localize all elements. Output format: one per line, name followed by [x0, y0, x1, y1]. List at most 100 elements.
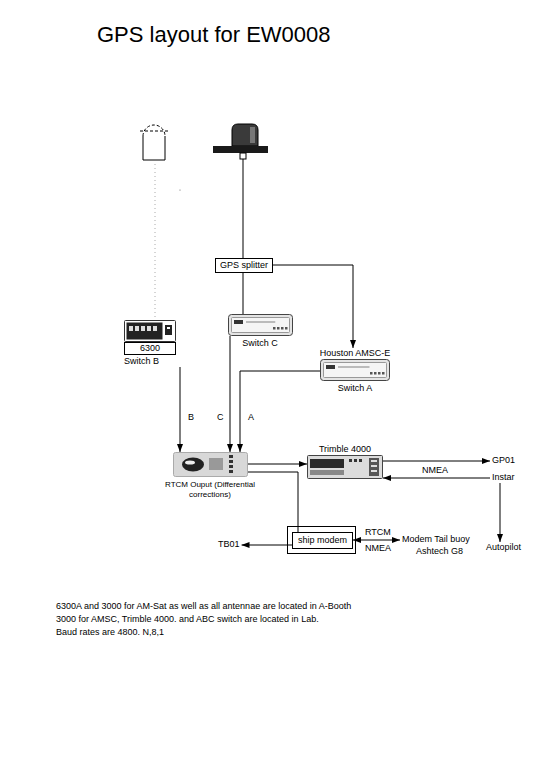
- marine-antenna: [213, 124, 268, 159]
- device-part: [326, 365, 335, 369]
- antenna-plate: [213, 146, 268, 153]
- device-part: [185, 461, 195, 465]
- dome-rim: [140, 131, 168, 132]
- device-part: [338, 366, 370, 368]
- device-part: [310, 459, 344, 468]
- device-part: [125, 321, 176, 342]
- device-part: [281, 327, 284, 330]
- device-part: [153, 326, 157, 331]
- device-part: [127, 323, 163, 340]
- device-part: [321, 360, 390, 381]
- connector: [242, 545, 292, 546]
- device-part: [228, 315, 292, 336]
- connector-label: NMEA: [421, 465, 449, 475]
- device-part: [371, 470, 377, 472]
- node-text: Switch C: [220, 338, 300, 349]
- antenna-cable: [243, 159, 244, 258]
- node-text: Ashtech G8: [402, 546, 470, 557]
- device-part: [182, 458, 204, 472]
- device-part: [378, 372, 381, 375]
- connector-label: RTCM: [364, 527, 392, 537]
- note-text: 6300A and 3000 for AM-Sat as well as all…: [55, 601, 352, 611]
- antenna-dome: [232, 124, 258, 146]
- device-part: [147, 326, 151, 331]
- node-text: TB01: [218, 539, 240, 550]
- device-part: [371, 465, 377, 467]
- connector: [230, 336, 231, 452]
- splitter-box: GPS splitter: [215, 258, 273, 273]
- device-part: [229, 455, 233, 458]
- connector: [500, 483, 501, 542]
- endpoint-label: Autopilot: [484, 542, 523, 553]
- node-text: GPS splitter: [220, 260, 268, 271]
- device-part: [135, 326, 139, 331]
- connector: [243, 273, 244, 314]
- node-text: GP01: [492, 455, 515, 466]
- device-part: [374, 372, 377, 375]
- device-icon: [124, 320, 176, 342]
- node-text: RTCM Ouput (Differential corrections): [150, 480, 270, 500]
- diagram-title: GPS layout for EW0008: [97, 22, 331, 48]
- antenna-highlight: [250, 127, 255, 143]
- node-text: Houston AMSC-E: [310, 348, 400, 359]
- device-part: [359, 459, 362, 462]
- device-part: [371, 460, 377, 462]
- device-icon: [228, 314, 293, 336]
- device-part: [308, 456, 383, 479]
- device-icon: [173, 452, 248, 477]
- note-text: Baud rates are 4800. N,8,1: [55, 627, 165, 637]
- device-part: [229, 465, 233, 468]
- receiver-switch-c: Switch C: [218, 314, 302, 349]
- device-part: [246, 321, 275, 323]
- device-part: [285, 327, 288, 330]
- node-text: Switch B: [124, 356, 186, 367]
- device-part: [129, 326, 133, 331]
- device-part: [382, 372, 385, 375]
- node-text: Instar: [492, 472, 515, 483]
- dome-body: [143, 136, 165, 160]
- device-part: [273, 327, 276, 330]
- node-text: Trimble 4000: [302, 444, 388, 455]
- connector: [248, 472, 299, 532]
- connector: [383, 461, 490, 462]
- speck: [179, 189, 180, 190]
- tail-buoy-modem: Modem Tail buoyAshtech G8: [400, 534, 472, 557]
- device-part: [141, 326, 145, 331]
- device-part: [234, 320, 243, 324]
- modem-box: ship modem: [292, 532, 353, 549]
- dome-antenna: [140, 125, 168, 160]
- device-icon: [320, 359, 390, 381]
- device-part: [173, 453, 247, 477]
- device-part: [310, 470, 344, 475]
- device-part: [349, 459, 352, 462]
- device-part: [209, 458, 223, 470]
- connector: [383, 478, 490, 479]
- device-part: [167, 327, 170, 329]
- node-text: Modem Tail buoy: [402, 534, 470, 545]
- endpoint-label: GP01: [490, 455, 517, 466]
- rtcm-switch: RTCM Ouput (Differential corrections): [148, 452, 272, 500]
- note-text: 3000 for AMSC, Trimble 4000. and ABC swi…: [55, 614, 320, 624]
- node-text: Autopilot: [486, 542, 521, 553]
- antenna-connector: [240, 153, 246, 159]
- connector-label: B: [187, 412, 195, 422]
- device-part: [277, 327, 280, 330]
- device-part: [229, 470, 233, 473]
- device-part: [231, 318, 289, 333]
- connector-label: A: [247, 412, 255, 422]
- device-part: [354, 459, 357, 462]
- node-text: 6300: [124, 342, 176, 355]
- device-icon: [307, 455, 383, 479]
- connector: [240, 371, 320, 452]
- node-text: Switch A: [310, 383, 400, 394]
- connector: [248, 464, 308, 465]
- connector: [353, 540, 400, 541]
- device-part: [324, 363, 387, 378]
- endpoint-label: TB01: [216, 539, 242, 550]
- node-text: ship modem: [298, 535, 347, 546]
- antenna-cable: [155, 164, 156, 318]
- connector-label: C: [216, 412, 225, 422]
- device-part: [165, 325, 172, 335]
